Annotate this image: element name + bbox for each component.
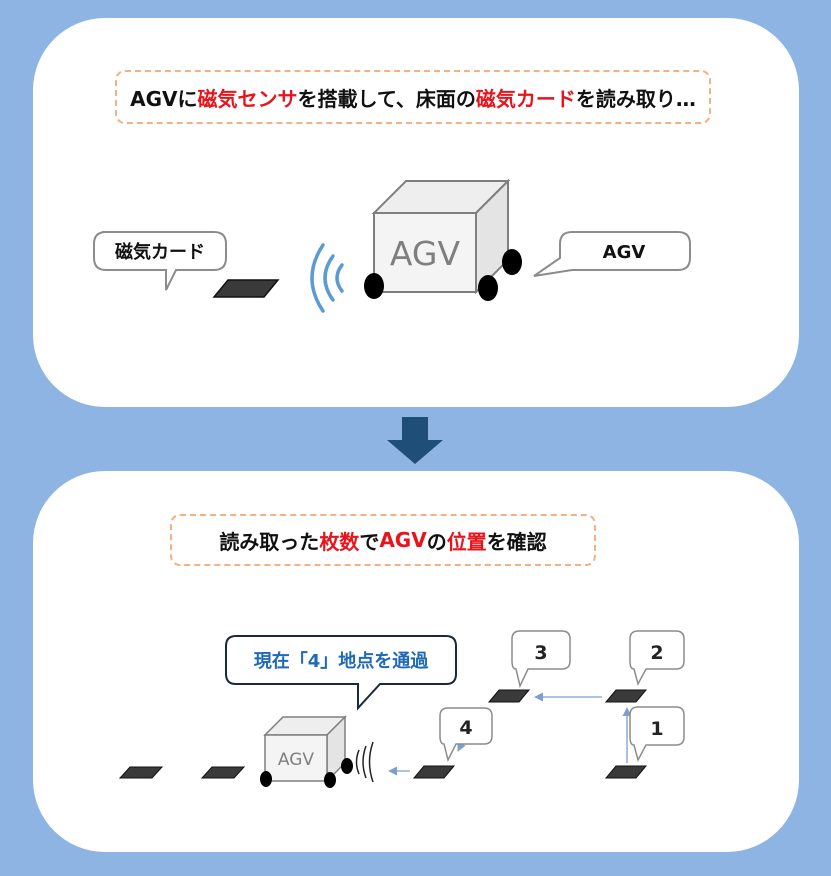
headline-highlight: 磁気センサ [197, 86, 298, 111]
headline-text: を搭載して、床面の [297, 86, 476, 111]
headline-highlight: 磁気カード [475, 86, 576, 111]
svg-text:3: 3 [534, 642, 547, 664]
headline-top: AGVに磁気センサを搭載して、床面の磁気カードを読み取り… [115, 70, 711, 124]
magnetic-card [200, 766, 246, 779]
magnetic-card [118, 766, 164, 779]
status-callout-label: 現在「4」地点を通過 [254, 650, 430, 672]
headline-highlight: 枚数 [319, 529, 360, 554]
agv-vehicle-bottom: AGV [260, 715, 353, 788]
svg-text:2: 2 [650, 642, 663, 664]
route-arrows [388, 692, 632, 776]
agv-callout: AGV [533, 231, 691, 277]
point-callout-4: 4 [439, 707, 493, 763]
down-arrow-icon [387, 417, 443, 464]
magnetic-card-point-2 [604, 689, 648, 703]
magnetic-card [212, 279, 280, 298]
point-callout-1: 1 [629, 706, 685, 763]
headline-text: 読み取った [219, 529, 320, 554]
headline-text: の [426, 529, 447, 554]
agv-vehicle-top: AGV [364, 178, 522, 301]
point-callout-2: 2 [629, 630, 685, 687]
headline-text: AGVに [130, 86, 198, 111]
status-callout: 現在「4」地点を通過 [225, 635, 457, 711]
headline-highlight: 位置 [446, 529, 487, 554]
card-callout: 磁気カード [93, 231, 227, 291]
wireless-signal-icon [355, 741, 374, 783]
agv-body-label-bottom: AGV [278, 750, 315, 770]
headline-highlight: AGV [379, 528, 427, 552]
magnetic-card-point-3 [487, 689, 531, 703]
svg-text:1: 1 [650, 718, 663, 740]
headline-text: を読み取り… [575, 86, 696, 111]
agv-body-label-top: AGV [390, 234, 461, 273]
card-callout-label: 磁気カード [115, 241, 205, 263]
svg-text:4: 4 [459, 717, 472, 739]
magnetic-card-point-1 [604, 765, 648, 779]
magnetic-card-point-4 [412, 765, 456, 779]
wireless-signal-icon [310, 243, 344, 313]
point-callout-3: 3 [511, 630, 571, 689]
headline-text: を確認 [486, 529, 547, 554]
agv-callout-label: AGV [603, 242, 646, 263]
headline-text: で [359, 529, 380, 554]
